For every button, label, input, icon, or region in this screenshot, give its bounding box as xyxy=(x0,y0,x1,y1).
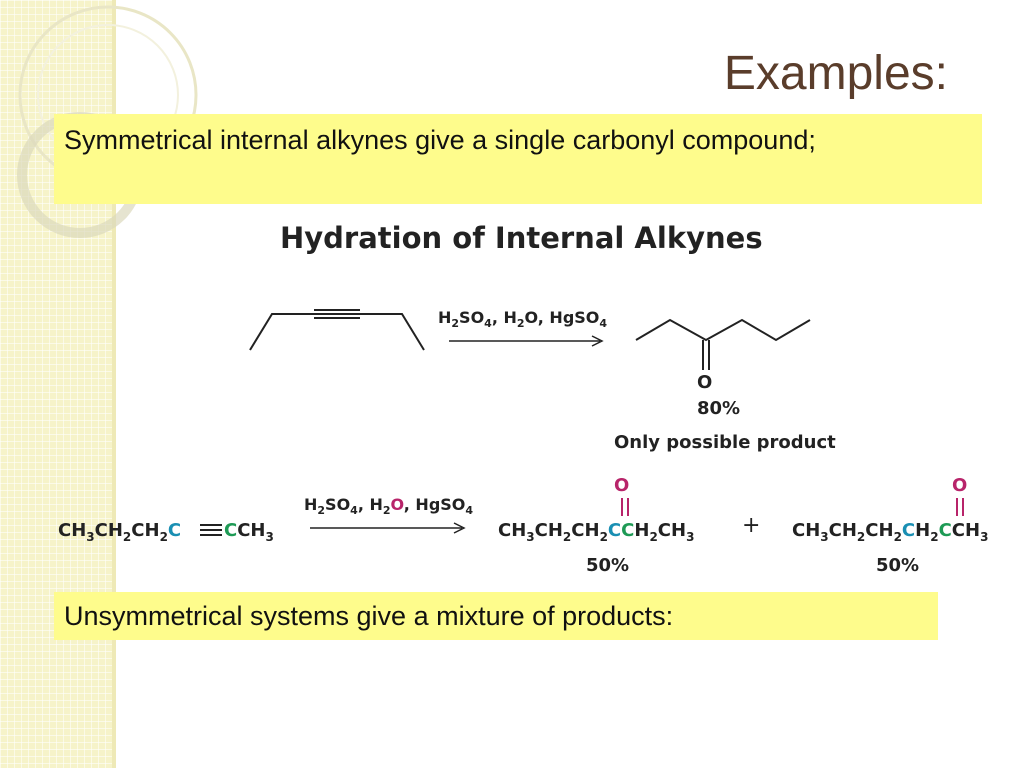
reaction1-arrow xyxy=(449,335,604,347)
reaction2-reagents: H2SO4, H2O, HgSO4 xyxy=(304,495,473,517)
product2-oxygen: O xyxy=(952,475,967,496)
product2-yield: 50% xyxy=(876,555,919,576)
product2-formula: CH3CH2CH2CH2CCH3 xyxy=(792,520,988,544)
page-title: Examples: xyxy=(723,47,948,100)
product1-oxygen: O xyxy=(614,475,629,496)
reaction1-caption: Only possible product xyxy=(614,432,836,453)
reaction1-yield: 80% xyxy=(697,398,740,419)
reaction2-reactant: CH3CH2CH2C xyxy=(58,520,181,544)
callout-unsymmetric: Unsymmetrical systems give a mixture of … xyxy=(54,592,938,640)
callout-symmetric: Symmetrical internal alkynes give a sing… xyxy=(54,114,982,204)
reaction2-arrow xyxy=(310,522,466,534)
product1-formula: CH3CH2CH2CC2H2CH3 xyxy=(498,520,694,544)
plus-sign: + xyxy=(742,513,760,538)
side-band-edge xyxy=(112,0,116,768)
figure-heading: Hydration of Internal Alkynes xyxy=(280,221,763,255)
reaction1-reagents: H2SO4, H2O, HgSO4 xyxy=(438,308,607,330)
product1-yield: 50% xyxy=(586,555,629,576)
reaction2-triple-bond xyxy=(200,524,222,536)
ketone-skeletal-structure xyxy=(635,318,811,370)
reaction2-reactant-right: CCH3 xyxy=(224,520,274,544)
product2-carbonyl-bond xyxy=(956,498,964,516)
ketone-oxygen-label: O xyxy=(697,372,712,393)
product1-carbonyl-bond xyxy=(621,498,629,516)
alkyne-skeletal-structure xyxy=(249,309,425,351)
